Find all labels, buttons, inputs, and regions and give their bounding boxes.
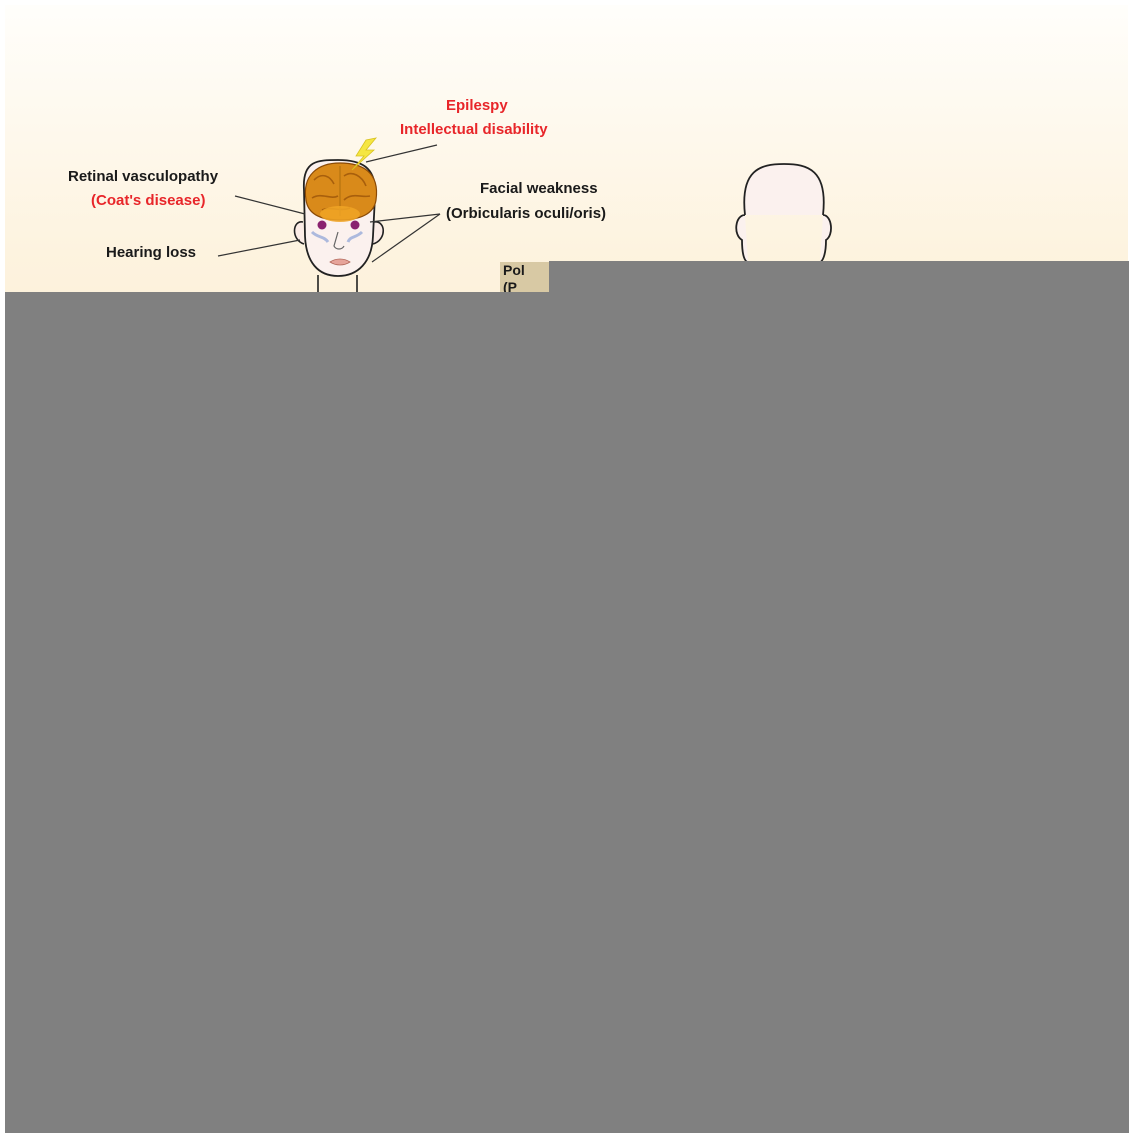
label-coats-disease: (Coat's disease)	[91, 190, 205, 211]
right-eye	[351, 221, 360, 230]
label-epilepsy: Epilespy	[446, 95, 508, 116]
label-facial-weakness: Facial weakness	[480, 178, 598, 199]
partial-label-line1: Pol	[500, 262, 549, 279]
label-retinal-vasculopathy: Retinal vasculopathy	[68, 166, 218, 187]
right-ear	[373, 222, 383, 244]
label-intellectual-disability: Intellectual disability	[400, 119, 548, 140]
partial-label-line2: (P	[500, 279, 549, 292]
head-outline-right	[736, 164, 831, 262]
label-orbicularis: (Orbicularis oculi/oris)	[446, 203, 606, 224]
label-hearing-loss: Hearing loss	[106, 242, 196, 263]
brain-icon	[305, 163, 376, 222]
gray-occluder-main	[5, 292, 1129, 1133]
partial-label-box: Pol (P	[500, 262, 549, 292]
gray-occluder-top	[549, 261, 1129, 296]
left-eye	[318, 221, 327, 230]
